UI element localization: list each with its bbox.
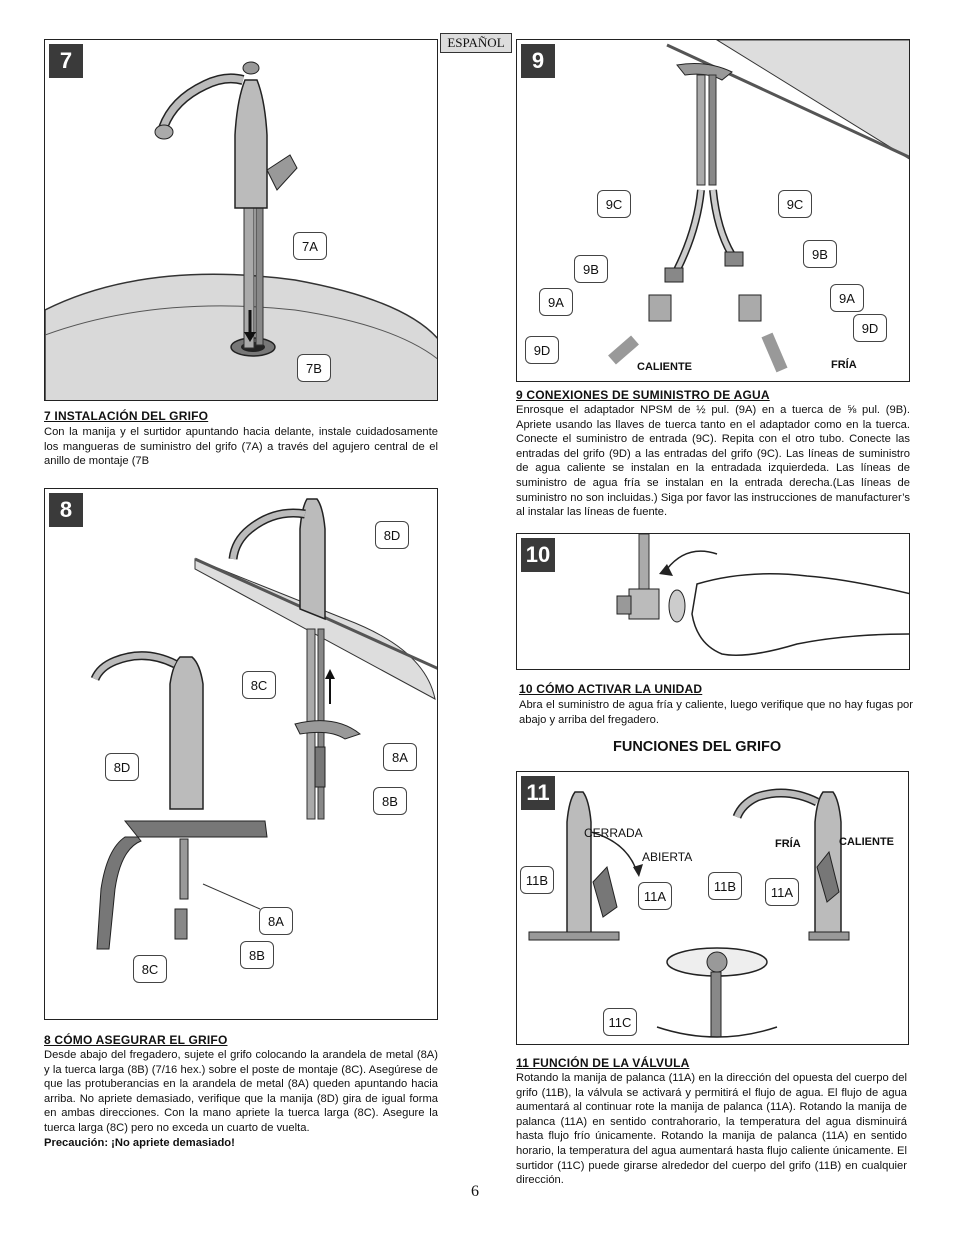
figure-10: 10 bbox=[516, 533, 910, 670]
section-8-text: Desde abajo del fregadero, sujete el gri… bbox=[44, 1049, 438, 1134]
closed-label: CERRADA bbox=[584, 826, 643, 840]
callout-8c-bottom: 8C bbox=[133, 955, 167, 983]
figure-number: 8 bbox=[49, 493, 83, 527]
valve-function-illustration bbox=[528, 788, 850, 1038]
callout-9c-right: 9C bbox=[778, 190, 812, 218]
section-10-title: 10 CÓMO ACTIVAR LA UNIDAD bbox=[519, 682, 703, 696]
callout-8b-bottom: 8B bbox=[240, 941, 274, 969]
callout-8a-top: 8A bbox=[383, 743, 417, 771]
section-7-title: 7 INSTALACIÓN DEL GRIFO bbox=[44, 409, 209, 423]
open-label: ABIERTA bbox=[642, 850, 693, 864]
section-11-title: 11 FUNCIÓN DE LA VÁLVULA bbox=[516, 1056, 690, 1070]
figure-number: 10 bbox=[521, 538, 555, 572]
callout-11b-left: 11B bbox=[520, 866, 554, 894]
section-10-body: Abra el suministro de agua fría y calien… bbox=[519, 699, 913, 726]
callout-8b-top: 8B bbox=[373, 787, 407, 815]
hot-label: CALIENTE bbox=[637, 361, 692, 373]
language-tab: ESPAÑOL bbox=[440, 33, 512, 53]
page-number: 6 bbox=[471, 1183, 479, 1200]
section-8-body: Desde abajo del fregadero, sujete el gri… bbox=[44, 1048, 438, 1150]
section-8-caution: Precaución: ¡No apriete demasiado! bbox=[44, 1136, 235, 1149]
callout-9b-left: 9B bbox=[574, 255, 608, 283]
callout-8d-top: 8D bbox=[375, 521, 409, 549]
functions-heading: FUNCIONES DEL GRIFO bbox=[613, 739, 782, 755]
activate-supply-illustration bbox=[616, 534, 909, 656]
section-11-body: Rotando la manija de palanca (11A) en la… bbox=[516, 1072, 907, 1187]
water-supply-connections-illustration bbox=[608, 40, 909, 373]
section-9-body: Enrosque el adaptador NPSM de ½ pul. (9A… bbox=[516, 404, 910, 519]
callout-9d-left: 9D bbox=[525, 336, 559, 364]
cold-label: FRÍA bbox=[775, 838, 801, 850]
figure-number: 11 bbox=[521, 776, 555, 810]
callout-7a: 7A bbox=[293, 232, 327, 260]
callout-9a-right: 9A bbox=[830, 284, 864, 312]
callout-9d-right: 9D bbox=[853, 314, 887, 342]
callout-9b-right: 9B bbox=[803, 240, 837, 268]
faucet-installation-illustration bbox=[45, 61, 437, 400]
section-8-title: 8 CÓMO ASEGURAR EL GRIFO bbox=[44, 1033, 228, 1047]
figure-8: 8 8D 8C 8A 8B 8D 8A 8B 8C bbox=[44, 488, 438, 1020]
callout-11a-right: 11A bbox=[765, 878, 799, 906]
hot-label: CALIENTE bbox=[839, 836, 894, 848]
callout-11b-center: 11B bbox=[708, 872, 742, 900]
callout-9c-left: 9C bbox=[597, 190, 631, 218]
figure-9: 9 9C 9C 9B 9B 9A 9A 9D 9D CALIENTE FRÍA bbox=[516, 39, 910, 382]
figure-7: 7 7A 7B bbox=[44, 39, 438, 401]
callout-8d-left: 8D bbox=[105, 753, 139, 781]
callout-8a-bottom: 8A bbox=[259, 907, 293, 935]
faucet-securing-illustration bbox=[90, 498, 437, 950]
figure-number: 7 bbox=[49, 44, 83, 78]
cold-label: FRÍA bbox=[831, 359, 857, 371]
section-7-body: Con la manija y el surtidor apuntando ha… bbox=[44, 426, 438, 468]
figure-11: 11 11B 11A 11B 11A 11C CERRADA ABIERTA F… bbox=[516, 771, 909, 1045]
callout-7b: 7B bbox=[297, 354, 331, 382]
figure-number: 9 bbox=[521, 44, 555, 78]
callout-9a-left: 9A bbox=[539, 288, 573, 316]
callout-8c-top: 8C bbox=[242, 671, 276, 699]
section-9-title: 9 CONEXIONES DE SUMINISTRO DE AGUA bbox=[516, 388, 770, 402]
callout-11a-left: 11A bbox=[638, 882, 672, 910]
callout-11c: 11C bbox=[603, 1008, 637, 1036]
